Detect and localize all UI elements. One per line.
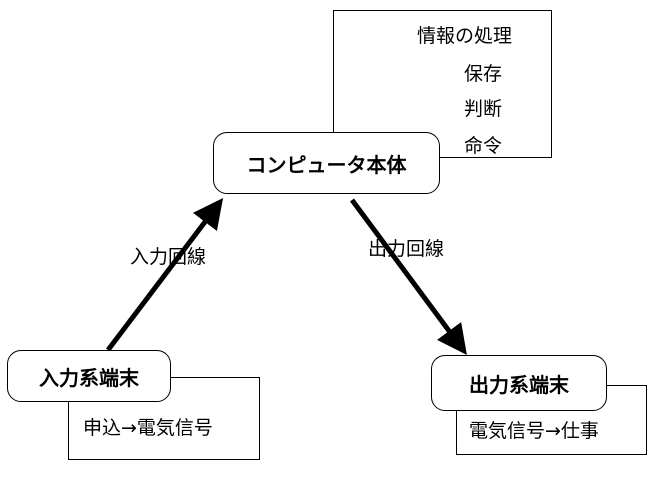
function-save: 保存 [464, 63, 503, 85]
computer-body-label: コンピュータ本体 [246, 152, 407, 177]
output-line-arrow [349, 198, 467, 356]
input-terminal-node: 入力系端末 [7, 350, 171, 402]
function-command: 命令 [464, 135, 503, 157]
processing-title: 情報の処理 [417, 25, 513, 47]
input-terminal-label: 入力系端末 [39, 365, 139, 390]
output-line-label: 出力回線 [368, 238, 445, 260]
input-line-label: 入力回線 [130, 246, 207, 268]
processing-functions-box: 情報の処理 保存 判断 命令 [333, 10, 552, 158]
input-description: 申込→電気信号 [83, 417, 213, 439]
function-judge: 判断 [464, 98, 503, 120]
input-line-arrow [106, 198, 224, 352]
output-terminal-node: 出力系端末 [431, 355, 607, 411]
computer-body-node: コンピュータ本体 [213, 132, 440, 194]
output-terminal-label: 出力系端末 [469, 372, 569, 397]
output-description: 電気信号→仕事 [469, 420, 599, 442]
